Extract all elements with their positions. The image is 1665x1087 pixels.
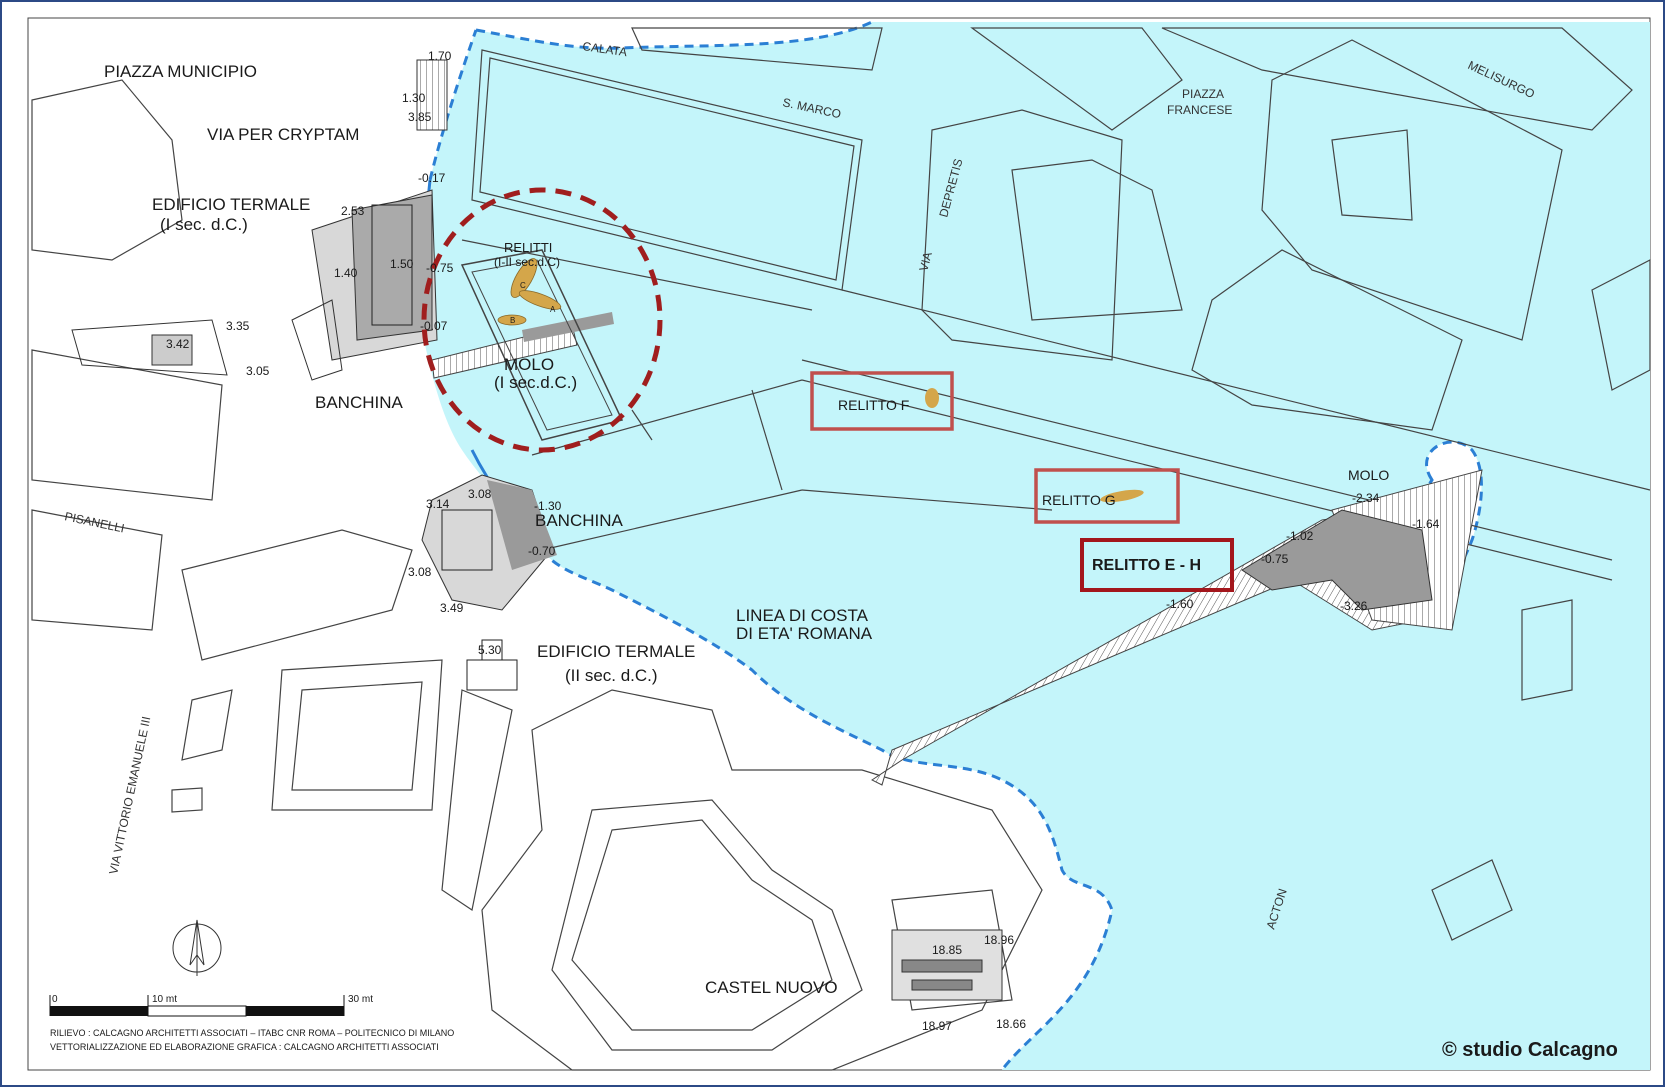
wreck-b-label: B bbox=[510, 316, 515, 325]
elev-5: 2.53 bbox=[341, 204, 365, 218]
wreck-f bbox=[925, 388, 939, 408]
label-edificio-termale-2: EDIFICIO TERMALE bbox=[537, 642, 695, 661]
credits-line-1: RILIEVO : CALCAGNO ARCHITETTI ASSOCIATI … bbox=[50, 1028, 454, 1038]
city-blocks bbox=[31, 27, 1651, 1071]
label-relitto-eh: RELITTO E - H bbox=[1092, 557, 1201, 574]
elev-9: -0.07 bbox=[420, 319, 448, 333]
elev-24: -1.60 bbox=[1166, 597, 1194, 611]
elev-8: -0.75 bbox=[426, 261, 454, 275]
label-via-per-cryptam: VIA PER CRYPTAM bbox=[207, 125, 359, 144]
elev-28: 18.97 bbox=[922, 1019, 952, 1033]
elev-17: 3.08 bbox=[408, 565, 432, 579]
label-relitto-g: RELITTO G bbox=[1042, 492, 1116, 508]
elev-15: -1.30 bbox=[534, 499, 562, 513]
scale-zero: 0 bbox=[52, 994, 58, 1005]
label-molo-roman: MOLO bbox=[504, 355, 554, 374]
thermal-building-south bbox=[421, 474, 557, 691]
street-via: VIA bbox=[916, 250, 935, 272]
elev-1: 1.70 bbox=[428, 49, 452, 63]
elev-3: 3.85 bbox=[408, 110, 432, 124]
roman-coastline-south bbox=[428, 29, 1114, 1071]
label-relitti-date: (I-II sec.d.C) bbox=[494, 255, 560, 269]
elev-4: -0.17 bbox=[418, 171, 446, 185]
elev-7: 1.50 bbox=[390, 257, 414, 271]
label-piazza-municipio: PIAZZA MUNICIPIO bbox=[104, 62, 257, 81]
label-banchina-1: BANCHINA bbox=[315, 393, 404, 412]
elev-21: -1.64 bbox=[1412, 517, 1440, 531]
label-molo-roman-date: (I sec.d.C.) bbox=[494, 373, 577, 392]
elev-2: 1.30 bbox=[402, 91, 426, 105]
relitto-g-box bbox=[1034, 468, 1180, 524]
elev-11: 3.35 bbox=[226, 319, 250, 333]
wrecks-highlight-circle bbox=[421, 187, 663, 453]
elev-20: -2.34 bbox=[1352, 491, 1380, 505]
elev-23: -0.75 bbox=[1261, 552, 1289, 566]
elev-16: -0.70 bbox=[528, 544, 556, 558]
label-linea-costa-1: LINEA DI COSTA bbox=[736, 606, 869, 625]
wreck-g bbox=[1100, 489, 1144, 503]
elev-12: 3.05 bbox=[246, 364, 270, 378]
wreck-b bbox=[497, 314, 527, 326]
credits-line-2: VETTORIALIZZAZIONE ED ELABORAZIONE GRAFI… bbox=[50, 1042, 439, 1052]
thermal-building-north bbox=[291, 59, 448, 381]
wreck-a-label: A bbox=[550, 305, 556, 314]
elev-19: 5.30 bbox=[478, 643, 502, 657]
elev-26: 18.85 bbox=[932, 943, 962, 957]
elev-10: 3.42 bbox=[166, 337, 190, 351]
copyright-label: © studio Calcagno bbox=[1442, 1039, 1618, 1061]
label-castel-nuovo: CASTEL NUOVO bbox=[705, 978, 838, 997]
street-francese: FRANCESE bbox=[1167, 103, 1232, 117]
ancient-sea-area bbox=[419, 22, 1651, 1070]
pier-structures bbox=[461, 239, 1651, 581]
elev-6: 1.40 bbox=[334, 266, 358, 280]
scale-thirty: 30 mt bbox=[348, 994, 373, 1005]
label-molo-east: MOLO bbox=[1348, 467, 1389, 483]
roman-molo bbox=[460, 249, 624, 441]
relitto-f-box bbox=[810, 371, 954, 431]
elev-18: 3.49 bbox=[440, 601, 464, 615]
label-edificio-termale-1: EDIFICIO TERMALE bbox=[152, 195, 310, 214]
elev-25: -3.26 bbox=[1340, 599, 1368, 613]
relitto-eh-box bbox=[1080, 538, 1234, 592]
wrecks-group: C A B bbox=[497, 258, 1144, 503]
street-piazza: PIAZZA bbox=[1182, 87, 1224, 101]
elev-22: -1.02 bbox=[1286, 529, 1314, 543]
label-banchina-2: BANCHINA bbox=[535, 511, 624, 530]
castle-courtyard-ruins bbox=[891, 929, 1003, 1001]
scale-ten: 10 mt bbox=[152, 994, 177, 1005]
elev-27: 18.96 bbox=[984, 933, 1014, 947]
archaeological-map: C A B 0 10 mt 30 mt PIAZZA MUNICIPIO VIA… bbox=[27, 17, 1651, 1071]
east-pier-ruins bbox=[1241, 509, 1433, 611]
elev-14: 3.08 bbox=[468, 487, 492, 501]
elev-13: 3.14 bbox=[426, 497, 450, 511]
street-calata: CALATA bbox=[582, 39, 628, 59]
label-edificio-termale-2-date: (II sec. d.C.) bbox=[565, 666, 658, 685]
grey-strip-molo bbox=[522, 312, 614, 342]
north-arrow-icon bbox=[172, 919, 222, 976]
wreck-c-label: C bbox=[520, 281, 526, 290]
label-edificio-termale-1-date: (I sec. d.C.) bbox=[160, 215, 248, 234]
label-relitti: RELITTI bbox=[504, 240, 552, 255]
wreck-a bbox=[518, 290, 562, 310]
label-relitto-f: RELITTO F bbox=[838, 397, 909, 413]
label-linea-costa-2: DI ETA' ROMANA bbox=[736, 624, 873, 643]
structure-west bbox=[71, 319, 228, 376]
scale-bar: 0 10 mt 30 mt bbox=[49, 994, 373, 1017]
elevation-labels: 1.70 1.30 3.85 -0.17 2.53 1.40 1.50 -0.7… bbox=[166, 49, 1440, 1033]
wreck-c bbox=[510, 258, 538, 298]
elev-29: 18.66 bbox=[996, 1017, 1026, 1031]
